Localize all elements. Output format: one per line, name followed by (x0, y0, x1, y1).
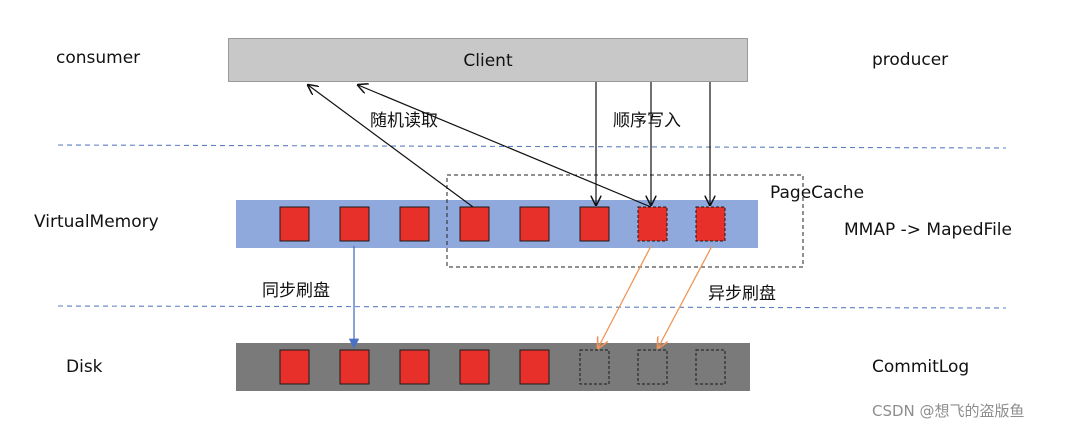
producer-label: producer (872, 50, 949, 70)
virtual-memory-label: VirtualMemory (34, 212, 159, 232)
sync-flush-label: 同步刷盘 (262, 281, 330, 301)
divider-top (57, 144, 1007, 149)
sequential-write-label: 顺序写入 (613, 111, 681, 131)
commit-log-label: CommitLog (872, 357, 970, 377)
random-read-arrow-1 (308, 85, 474, 208)
disk-block-4 (459, 349, 490, 385)
divider-bottom (57, 305, 1007, 309)
consumer-label: consumer (56, 48, 141, 68)
virtual-memory-bar (236, 200, 758, 248)
async-flush-label: 异步刷盘 (708, 284, 776, 304)
mmap-label: MMAP -> MapedFile (844, 220, 1012, 240)
page-cache-region (446, 174, 804, 268)
client-box: Client (228, 38, 748, 82)
disk-block-2 (339, 349, 370, 385)
memory-block-6 (579, 206, 610, 242)
disk-block-7 (637, 349, 668, 385)
memory-blocks (279, 206, 726, 242)
random-read-arrow-2 (358, 85, 652, 208)
memory-block-5 (519, 206, 550, 242)
page-cache-label: PageCache (770, 183, 865, 203)
disk-label: Disk (66, 357, 103, 377)
client-label: Client (463, 51, 513, 71)
disk-block-5 (519, 349, 550, 385)
async-flush-arrow-2 (658, 245, 713, 348)
disk-bar (236, 343, 750, 391)
memory-block-1 (279, 206, 310, 242)
watermark-text: CSDN @想飞的盗版鱼 (872, 402, 1025, 420)
async-flush-arrow-1 (598, 245, 652, 348)
memory-block-2 (339, 206, 370, 242)
disk-block-3 (399, 349, 430, 385)
random-read-label: 随机读取 (370, 111, 438, 131)
memory-block-4 (459, 206, 490, 242)
memory-block-8 (695, 206, 726, 242)
disk-blocks (279, 349, 726, 385)
memory-block-7 (637, 206, 668, 242)
disk-block-1 (279, 349, 310, 385)
memory-block-3 (399, 206, 430, 242)
disk-block-6 (579, 349, 610, 385)
disk-block-8 (695, 349, 726, 385)
